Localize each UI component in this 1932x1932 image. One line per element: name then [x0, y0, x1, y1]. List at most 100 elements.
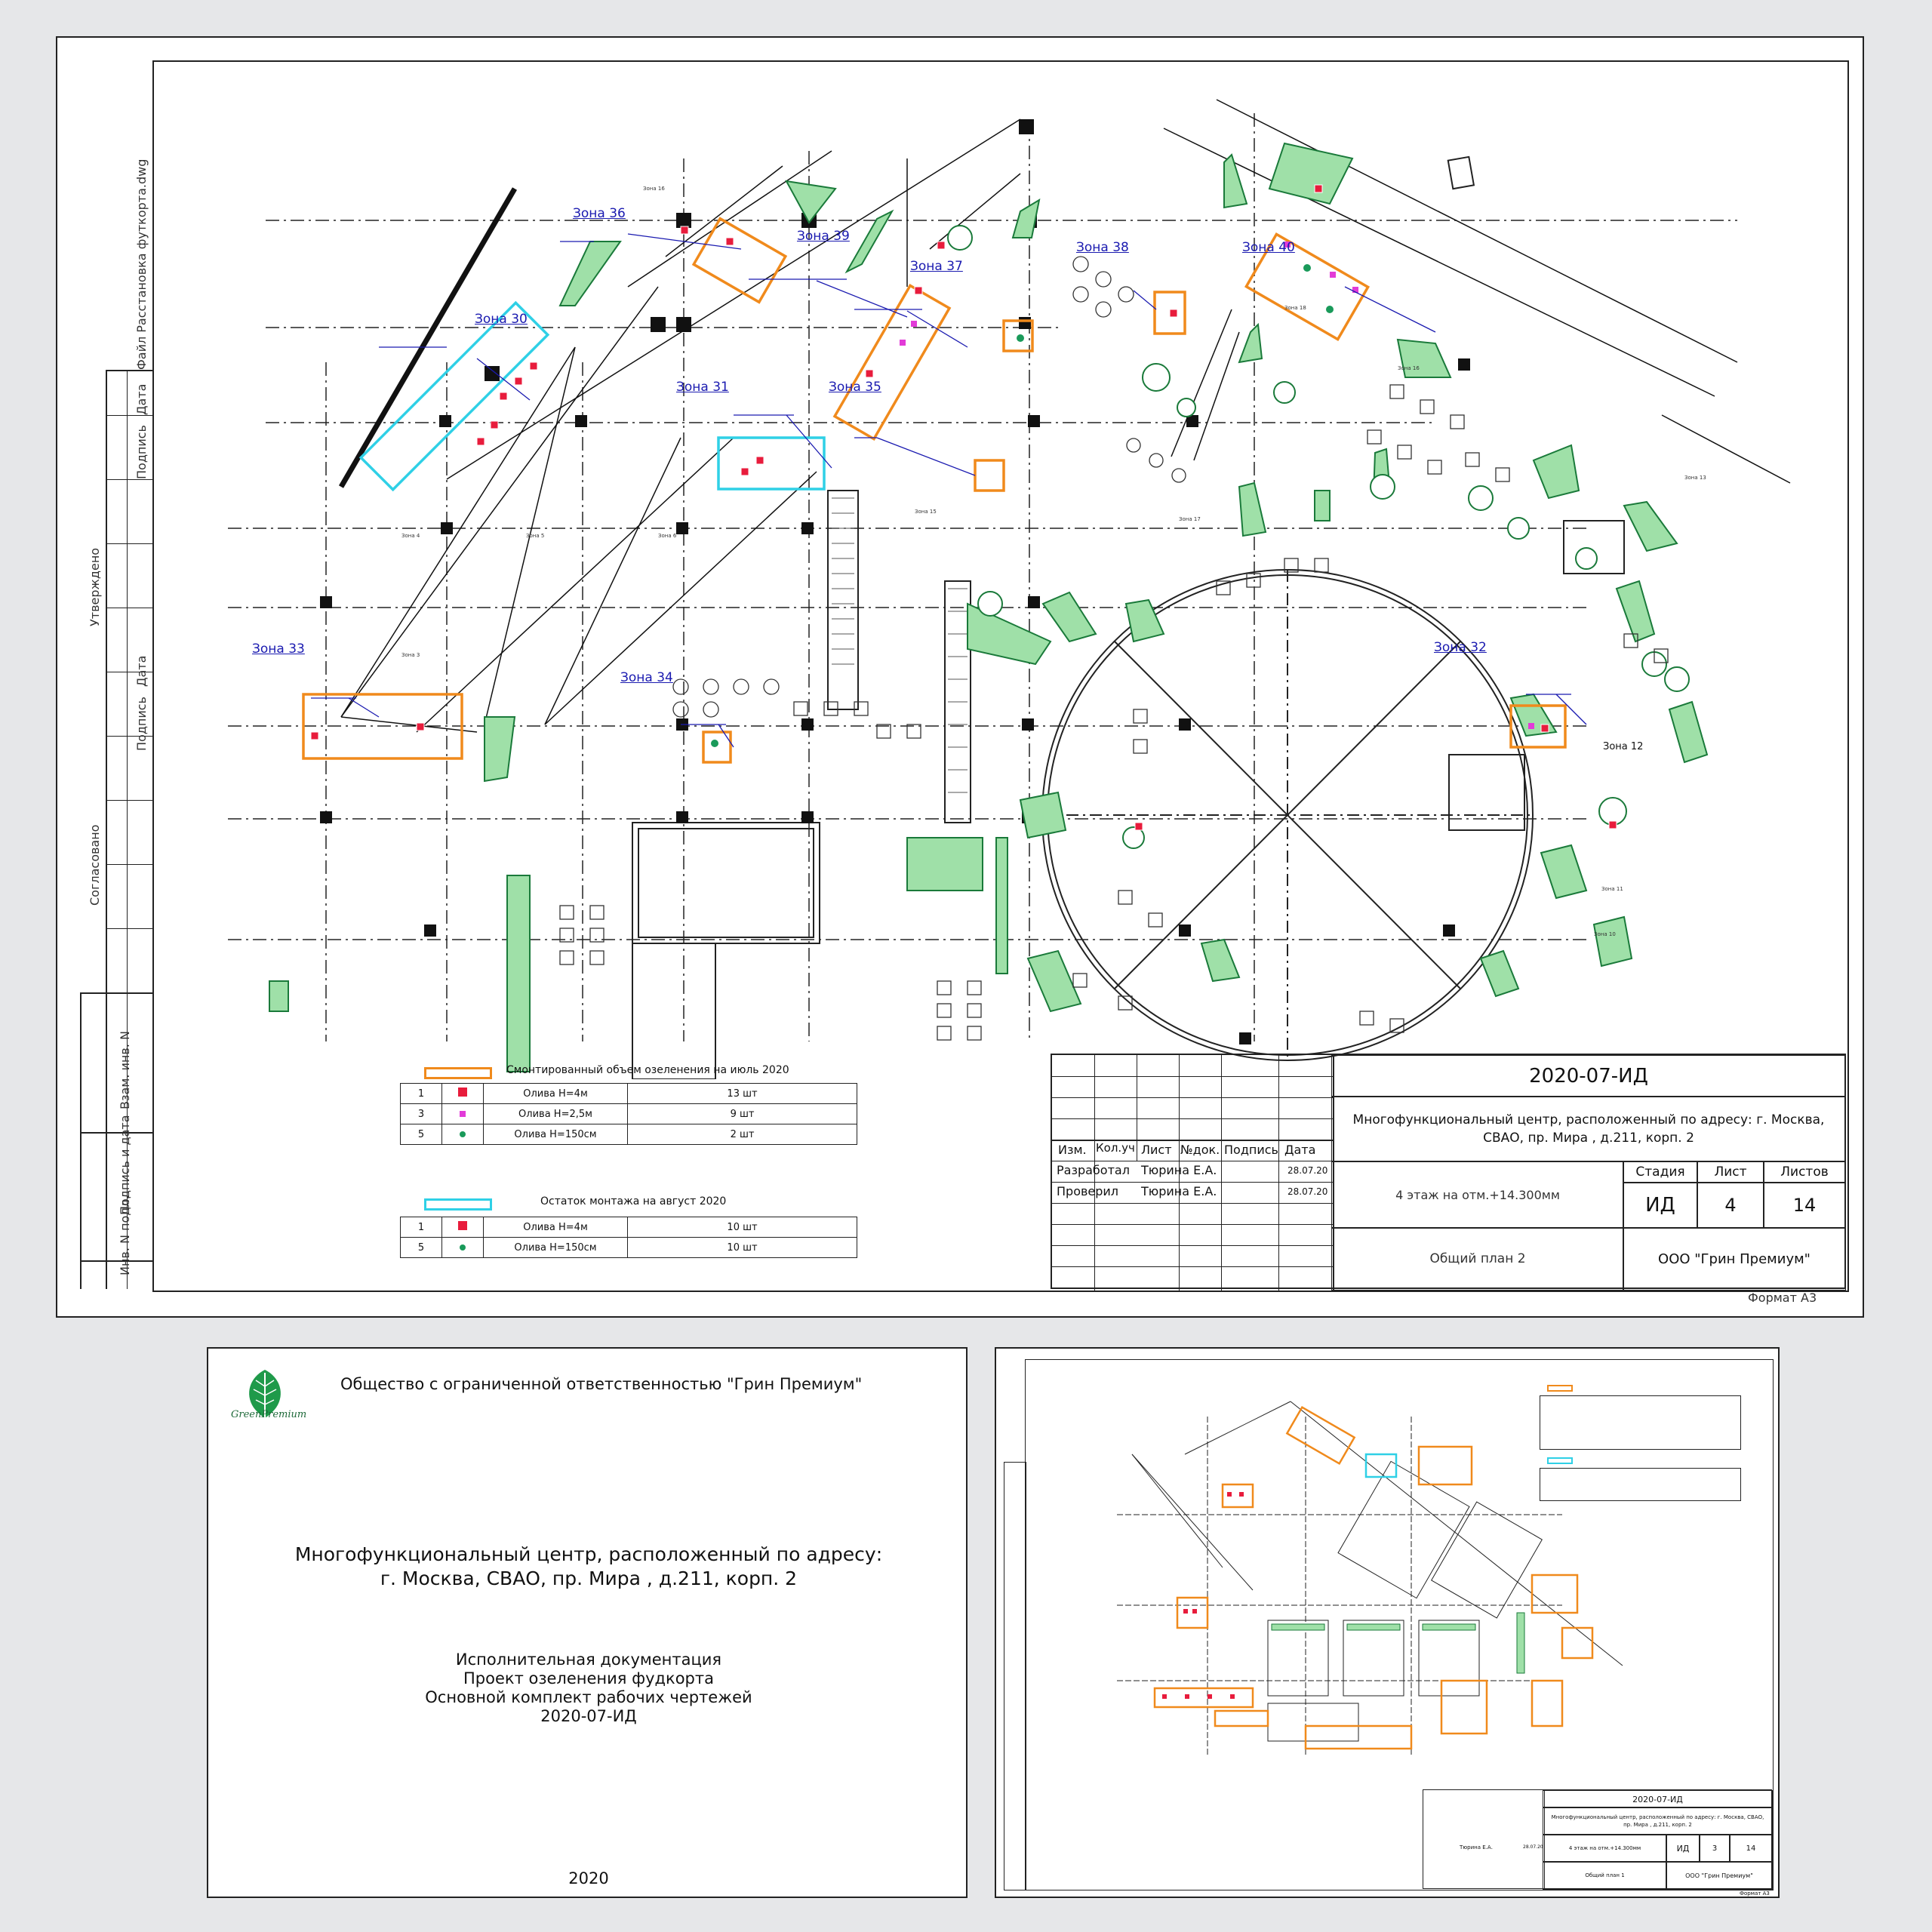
thumbnail-sheet: 2020-07-ИД Многофункциональный центр, ра… — [995, 1347, 1780, 1898]
svg-text:Зона 3: Зона 3 — [401, 652, 420, 658]
marker-cell — [441, 1083, 484, 1104]
thumb-title-block: 2020-07-ИД Многофункциональный центр, ра… — [1423, 1789, 1773, 1890]
thumb-legend — [1540, 1385, 1741, 1521]
side-label-approved: Утверждено — [88, 547, 102, 626]
side-label-replace-inv: Взам. инв. N — [118, 1031, 132, 1109]
table-row: 5 Олива Н=150см 2 шт — [400, 1124, 857, 1145]
legend-mounted-title: Смонтированный объем озеленения на июль … — [506, 1064, 789, 1076]
plant-name: Олива Н=150см — [483, 1237, 628, 1258]
developed-label: Разработал — [1057, 1163, 1130, 1177]
green-dot-icon — [460, 1131, 466, 1137]
side-label-date-2: Дата — [134, 655, 149, 687]
side-label-sign-1: Подпись — [134, 425, 149, 479]
cover-doc-line4: 2020-07-ИД — [540, 1707, 637, 1725]
title-block: Изм. Кол.уч Лист №док. Подпись Дата Разр… — [1051, 1054, 1846, 1291]
row-number: 1 — [400, 1217, 442, 1238]
marker-cell — [441, 1103, 484, 1124]
thumb-inner-frame — [1025, 1359, 1774, 1890]
red-square-icon — [458, 1221, 467, 1230]
cover-doc-line1: Исполнительная документация — [455, 1651, 722, 1669]
checked-date: 28.07.20 — [1287, 1186, 1328, 1197]
checked-name: Тюрина Е.А. — [1141, 1184, 1217, 1198]
header-sign: Подпись — [1224, 1143, 1278, 1157]
company-name: ООО "Грин Премиум" — [1623, 1227, 1846, 1291]
zone-label-35: Зона 35 — [829, 380, 881, 395]
zone-label-30: Зона 30 — [475, 312, 528, 327]
stage-value: ИД — [1623, 1182, 1698, 1229]
cover-sheet: GreenPremium Общество с ограниченной отв… — [207, 1347, 968, 1898]
plant-qty: 10 шт — [627, 1237, 857, 1258]
zone-label-37: Зона 37 — [910, 259, 963, 274]
magenta-square-icon — [460, 1110, 466, 1117]
cover-object-line2: г. Москва, СВАО, пр. Мира , д.211, корп.… — [380, 1567, 798, 1589]
header-kol: Кол.уч — [1096, 1141, 1135, 1155]
plant-name: Олива Н=4м — [483, 1083, 628, 1104]
plant-qty: 10 шт — [627, 1217, 857, 1238]
thumb-stage: ИД — [1666, 1834, 1700, 1863]
legend-remaining-swatch — [424, 1198, 492, 1211]
plant-qty: 13 шт — [627, 1083, 857, 1104]
plant-name: Олива Н=2,5м — [483, 1103, 628, 1124]
thumb-sheet-title: Общий план 1 — [1543, 1861, 1667, 1890]
row-number: 5 — [400, 1124, 442, 1145]
logo-text: GreenPremium — [231, 1409, 307, 1420]
zone-label-31: Зона 31 — [676, 380, 729, 395]
side-label-sign-2: Подпись — [134, 697, 149, 751]
marker-cell — [441, 1217, 484, 1238]
developed-date: 28.07.20 — [1287, 1165, 1328, 1176]
thumb-sheet: 3 — [1699, 1834, 1730, 1863]
zone-label-12: Зона 12 — [1603, 741, 1644, 752]
svg-text:Зона 11: Зона 11 — [1601, 886, 1623, 892]
left-strip — [80, 370, 152, 1289]
svg-text:Зона 15: Зона 15 — [915, 509, 937, 515]
table-row: 1 Олива Н=4м 10 шт — [400, 1217, 857, 1238]
plant-name: Олива Н=150см — [483, 1124, 628, 1145]
thumb-doc-code: 2020-07-ИД — [1543, 1790, 1773, 1808]
thumb-company: ООО "Грин Премиум" — [1666, 1861, 1773, 1890]
legend-remaining-table: 1 Олива Н=4м 10 шт 5 Олива Н=150см 10 шт — [400, 1217, 857, 1258]
svg-text:Зона 10: Зона 10 — [1594, 931, 1616, 937]
thumb-date: 28.07.20 — [1523, 1844, 1543, 1850]
cover-year: 2020 — [568, 1869, 609, 1887]
legend-remaining-title: Остаток монтажа на август 2020 — [540, 1195, 727, 1208]
checked-label: Проверил — [1057, 1184, 1119, 1198]
row-number: 3 — [400, 1103, 442, 1124]
legend-mounted-table: 1 Олива Н=4м 13 шт 3 Олива Н=2,5м 9 шт 5… — [400, 1083, 857, 1145]
marker-cell — [441, 1237, 484, 1258]
thumb-sheets: 14 — [1729, 1834, 1773, 1863]
sheets-label: Листов — [1763, 1161, 1846, 1183]
green-dot-icon — [460, 1244, 466, 1251]
zone-label-36: Зона 36 — [573, 206, 626, 221]
sheet-value: 4 — [1697, 1182, 1764, 1229]
svg-text:Зона 5: Зона 5 — [526, 533, 544, 539]
red-square-icon — [458, 1088, 467, 1097]
plant-qty: 9 шт — [627, 1103, 857, 1124]
object-name: Многофункциональный центр, расположенный… — [1331, 1096, 1846, 1162]
sheets-value: 14 — [1763, 1182, 1846, 1229]
svg-text:Зона 17: Зона 17 — [1179, 516, 1201, 522]
side-label-file: Файл Расстановка футкорта.dwg — [134, 158, 149, 370]
legend-mounted-swatch — [424, 1067, 492, 1079]
main-drawing-sheet: Файл Расстановка футкорта.dwg Дата Подпи… — [56, 36, 1864, 1318]
stage-label: Стадия — [1623, 1161, 1698, 1183]
cover-doc-line3: Основной комплект рабочих чертежей — [425, 1688, 752, 1706]
zone-label-32: Зона 32 — [1434, 640, 1487, 655]
plant-name: Олива Н=4м — [483, 1217, 628, 1238]
thumb-left-strip — [1004, 1462, 1026, 1890]
svg-text:Зона 13: Зона 13 — [1684, 475, 1706, 481]
cover-doc-line2: Проект озеленения фудкорта — [463, 1669, 714, 1687]
zone-label-33: Зона 33 — [252, 641, 305, 657]
svg-text:Зона 6: Зона 6 — [658, 533, 677, 539]
plant-qty: 2 шт — [627, 1124, 857, 1145]
header-date: Дата — [1284, 1143, 1316, 1157]
zone-label-40: Зона 40 — [1242, 240, 1295, 255]
doc-code: 2020-07-ИД — [1331, 1055, 1846, 1097]
format-label: Формат А3 — [1748, 1291, 1817, 1305]
header-doc: №док. — [1180, 1143, 1220, 1157]
svg-text:Зона 16: Зона 16 — [643, 186, 665, 192]
row-number: 1 — [400, 1083, 442, 1104]
cover-object-line1: Многофункциональный центр, расположенный… — [294, 1543, 883, 1565]
side-label-inv-orig: Инв. N подл. — [118, 1195, 132, 1275]
side-label-date-1: Дата — [134, 383, 149, 415]
